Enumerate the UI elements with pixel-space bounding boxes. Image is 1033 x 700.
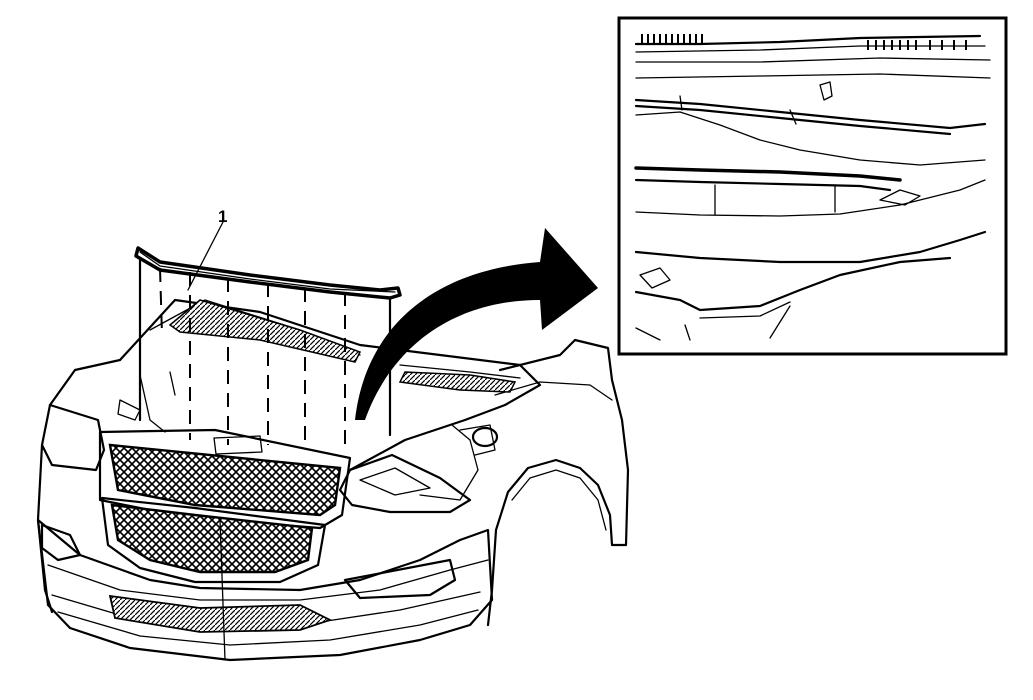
headlamp-right xyxy=(338,453,472,514)
cowl-seal xyxy=(134,246,402,445)
lower-grille xyxy=(110,503,314,574)
fender xyxy=(486,338,630,627)
callout-leader-1 xyxy=(187,221,224,291)
inset-frame xyxy=(617,16,1008,356)
headlamp-left xyxy=(40,403,106,472)
upper-grille xyxy=(108,443,342,517)
vehicle-front-end xyxy=(36,298,630,662)
fog-lamp-right xyxy=(343,558,457,600)
front-bumper xyxy=(36,518,494,662)
cowl-grille xyxy=(168,299,362,363)
lower-intake xyxy=(108,594,333,633)
curved-arrow-icon xyxy=(355,228,598,420)
fog-lamp-left xyxy=(40,523,82,562)
detail-inset xyxy=(617,16,1008,356)
callout-label-1: 1 xyxy=(218,207,227,226)
